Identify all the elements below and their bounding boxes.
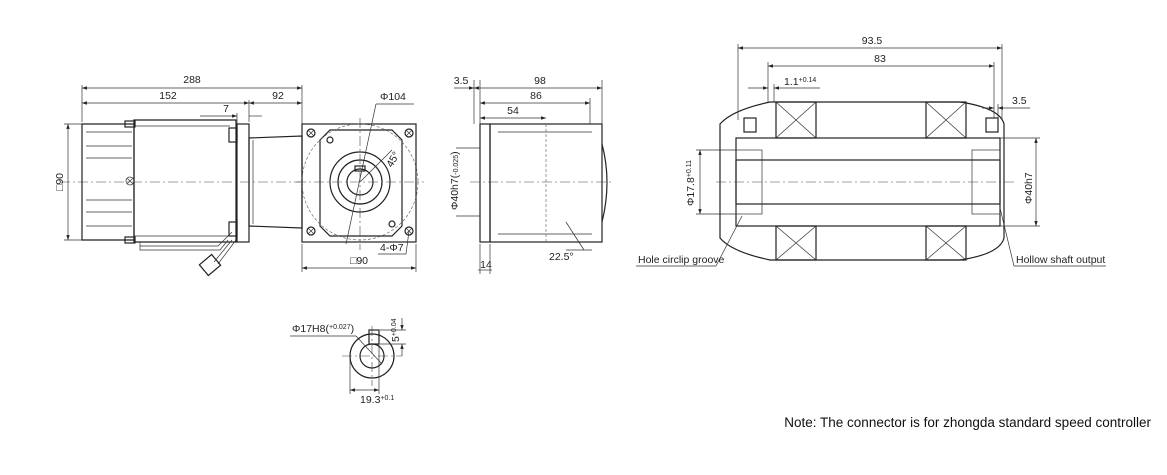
section-view: 93.5 83 1.1+0.14 3.5 Φ17.8+0.11 Φ40h7 Ho…: [636, 35, 1106, 267]
dim-pcd: Φ104: [380, 91, 406, 103]
dim-gear-14: 14: [480, 259, 492, 271]
side-view: 288 152 92 7 □90: [54, 74, 303, 277]
dim-93-5: 93.5: [862, 35, 883, 47]
dim-bore-section: Φ17.8+0.11: [685, 160, 697, 206]
dim-gear-86: 86: [530, 90, 542, 102]
dim-motor-length: 152: [159, 90, 177, 102]
dim-shaft-protrusion: 3.5: [454, 75, 469, 87]
dim-overall-length: 288: [183, 74, 201, 86]
dim-gear-54: 54: [507, 105, 519, 117]
dim-83: 83: [874, 53, 886, 65]
gear-side-view: 3.5 98 86 54 14 Φ40h7(-0.025) 22.5°: [449, 75, 612, 274]
front-view: Φ104 45° 4-Φ7 □90: [296, 91, 424, 272]
keyway-icon: [368, 329, 380, 345]
dim-motor-height: □90: [54, 173, 66, 191]
dim-3-5-section: 3.5: [1012, 95, 1027, 107]
dim-angle: 45°: [384, 150, 402, 170]
dim-holes: 4-Φ7: [380, 242, 404, 254]
dim-square: □90: [350, 255, 368, 267]
dim-gear-98: 98: [534, 75, 546, 87]
label-hollow-shaft-output: Hollow shaft output: [1016, 254, 1105, 266]
note-text: Note: The connector is for zhongda stand…: [784, 415, 1151, 430]
dim-chamfer: 22.5°: [549, 251, 574, 263]
label-hole-circlip-groove: Hole circlip groove: [638, 254, 725, 266]
bearing-icon: [775, 101, 967, 261]
connector-icon: [198, 253, 222, 277]
dim-keyway-width: 5+0.04: [390, 318, 402, 342]
dim-flange-thickness: 7: [223, 103, 229, 115]
dim-keyway-depth: 19.3+0.1: [360, 394, 394, 406]
mounting-hole-icon: [306, 128, 414, 236]
ground-screw-icon: [125, 176, 135, 186]
dim-pilot: Φ40h7(-0.025): [449, 151, 461, 210]
keyway-view: Φ17H8(+0.027) 5+0.04 19.3+0.1: [290, 318, 406, 406]
dim-od-section: Φ40h7: [1023, 172, 1035, 204]
dim-keyway-bore: Φ17H8(+0.027): [292, 323, 354, 335]
dim-gear-length: 92: [272, 90, 284, 102]
dim-1-1: 1.1+0.14: [784, 76, 816, 88]
